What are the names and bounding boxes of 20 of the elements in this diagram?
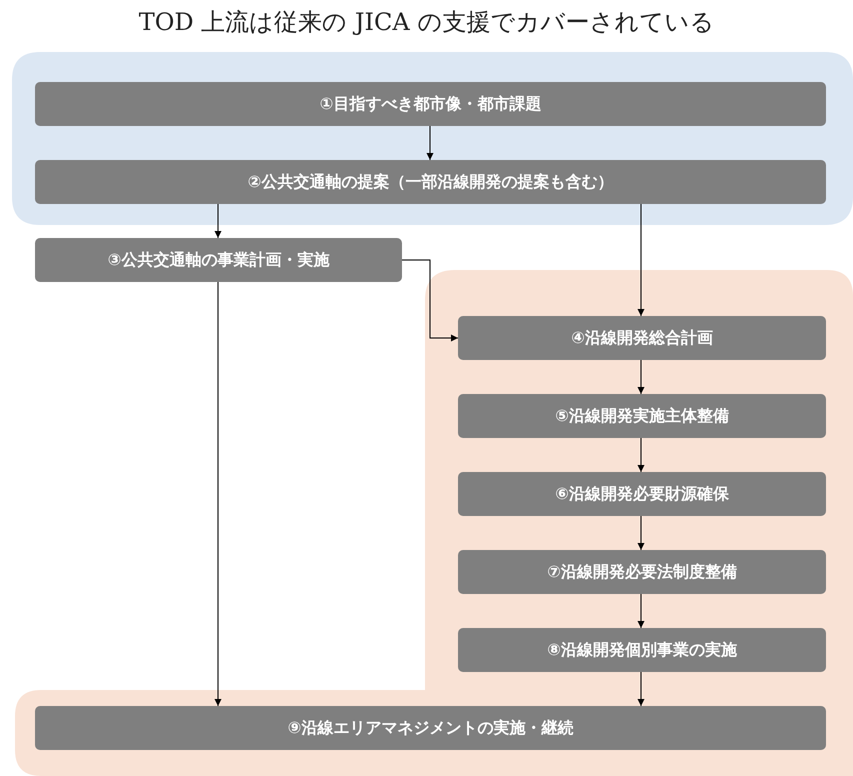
process-box: ⑧沿線開発個別事業の実施 [458, 628, 826, 672]
arrow [214, 282, 222, 706]
arrow [638, 594, 644, 628]
arrow [638, 438, 644, 472]
process-box: ⑤沿線開発実施主体整備 [458, 394, 826, 438]
arrow [638, 360, 644, 394]
arrow [214, 204, 222, 238]
arrow [402, 260, 458, 342]
title: TOD 上流は従来の JICA の支援でカバーされている [138, 7, 716, 38]
process-box: ⑦沿線開発必要法制度整備 [458, 550, 826, 594]
process-box: ③公共交通軸の事業計画・実施 [35, 238, 402, 282]
process-box: ②公共交通軸の提案（一部沿線開発の提案も含む） [35, 160, 826, 204]
arrow [638, 672, 644, 706]
arrow [638, 204, 644, 316]
arrow [426, 126, 434, 160]
arrow [638, 516, 644, 550]
process-box: ①目指すべき都市像・都市課題 [35, 82, 826, 126]
process-box: ⑥沿線開発必要財源確保 [458, 472, 826, 516]
process-box: ④沿線開発総合計画 [458, 316, 826, 360]
process-box: ⑨沿線エリアマネジメントの実施・継続 [35, 706, 826, 750]
